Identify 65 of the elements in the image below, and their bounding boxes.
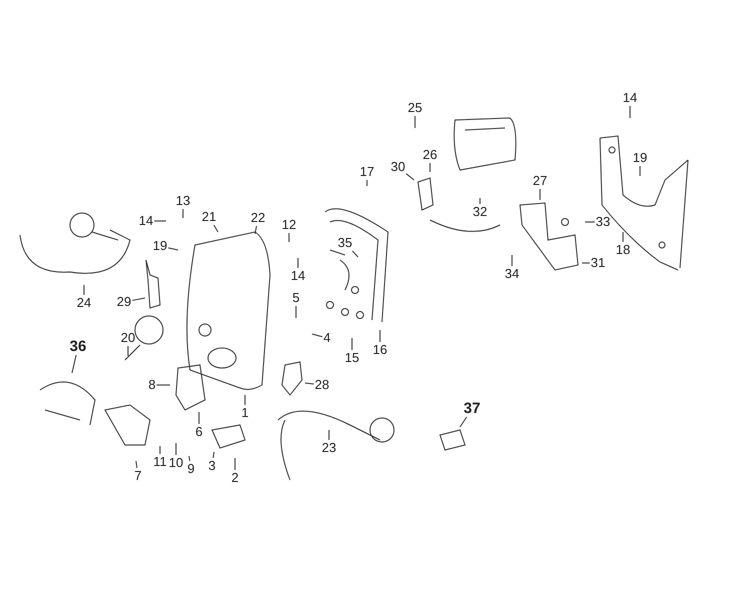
leader-line xyxy=(234,458,236,470)
callout-number: 24 xyxy=(76,296,92,310)
callout-number: 7 xyxy=(134,469,142,483)
leader-line xyxy=(312,334,323,338)
callout-number: 29 xyxy=(116,295,132,309)
leader-line xyxy=(188,456,190,462)
callout-number: 14 xyxy=(290,269,306,283)
leader-line xyxy=(366,180,368,186)
callout-number: 30 xyxy=(390,160,406,174)
leader-line xyxy=(72,354,77,374)
callout-number: 36 xyxy=(70,340,86,354)
callout-number: 9 xyxy=(187,462,195,476)
callout-number: 1 xyxy=(241,406,249,420)
leader-line xyxy=(328,430,330,440)
leader-line xyxy=(198,412,200,424)
callout-number: 26 xyxy=(422,148,438,162)
leader-line xyxy=(132,298,146,301)
leader-line xyxy=(352,250,358,258)
callout-number: 19 xyxy=(632,151,648,165)
callout-number: 13 xyxy=(176,194,190,208)
callout-number: 37 xyxy=(464,402,480,416)
leader-line xyxy=(406,173,414,180)
callout-number: 22 xyxy=(250,211,266,225)
callout-number: 32 xyxy=(472,205,488,219)
leader-line xyxy=(288,232,290,242)
leader-line xyxy=(168,247,178,250)
callout-number: 4 xyxy=(323,331,331,345)
callout-number: 34 xyxy=(504,267,520,281)
callout-number: 14 xyxy=(622,91,638,105)
callout-number: 10 xyxy=(168,456,184,470)
callout-number: 12 xyxy=(282,218,296,232)
callout-number: 5 xyxy=(292,291,300,305)
callout-number: 11 xyxy=(153,455,167,469)
leader-line xyxy=(460,416,468,428)
callout-number: 21 xyxy=(202,210,216,224)
leader-line xyxy=(254,226,257,234)
leader-line xyxy=(414,116,416,128)
callout-number: 3 xyxy=(208,459,216,473)
callout-number: 25 xyxy=(408,101,422,115)
leader-line xyxy=(154,220,166,222)
leader-line xyxy=(304,382,314,385)
callout-number: 23 xyxy=(322,441,336,455)
leader-line xyxy=(212,452,214,458)
leader-line xyxy=(622,232,624,242)
callout-number: 15 xyxy=(344,351,360,365)
callout-number: 28 xyxy=(314,378,330,392)
leader-line xyxy=(136,460,138,468)
callout-number: 8 xyxy=(148,378,156,392)
callout-number: 31 xyxy=(590,256,606,270)
callout-number: 17 xyxy=(360,165,374,179)
callout-number: 27 xyxy=(532,174,548,188)
callout-number: 20 xyxy=(120,331,136,345)
callout-number: 2 xyxy=(231,471,239,485)
callout-number: 19 xyxy=(152,239,168,253)
callout-number: 6 xyxy=(195,425,203,439)
callout-number: 14 xyxy=(138,214,154,228)
leader-line xyxy=(582,262,590,264)
leader-line xyxy=(213,224,218,232)
leader-line xyxy=(182,208,184,218)
callout-number: 33 xyxy=(596,215,610,229)
leader-line xyxy=(244,394,246,406)
callout-number: 18 xyxy=(616,243,630,257)
leader-line xyxy=(156,384,170,386)
callout-number: 16 xyxy=(372,343,388,357)
callout-number: 35 xyxy=(338,236,352,250)
